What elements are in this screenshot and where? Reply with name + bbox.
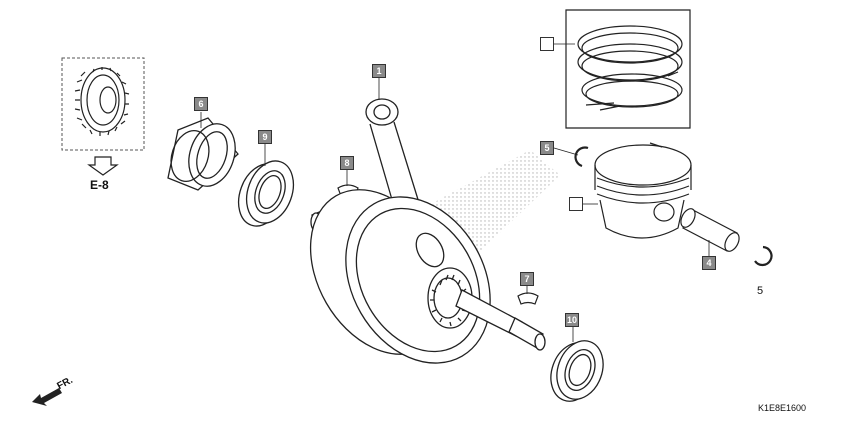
front-arrow-icon bbox=[32, 388, 62, 406]
callout-7: 7 bbox=[520, 272, 534, 286]
piston-pin-icon bbox=[680, 208, 740, 252]
callout-1: 1 bbox=[372, 64, 386, 78]
primary-gear-icon bbox=[74, 67, 130, 136]
piston-rings-group bbox=[565, 9, 691, 129]
leader-lines bbox=[200, 43, 710, 342]
label-5: 5 bbox=[757, 285, 764, 297]
circlip-right-icon bbox=[754, 245, 773, 267]
reference-label: E-8 bbox=[90, 178, 109, 192]
gear-dashed-box bbox=[61, 57, 145, 151]
bearing-10-icon bbox=[550, 340, 604, 402]
crankshaft-icon bbox=[309, 189, 546, 364]
piston-icon bbox=[594, 142, 692, 239]
bearing-6-icon bbox=[167, 117, 239, 191]
callout-rings-empty bbox=[540, 37, 554, 51]
woodruff-key-7-icon bbox=[517, 292, 539, 305]
callout-6: 6 bbox=[194, 97, 208, 111]
callout-piston-empty bbox=[569, 197, 583, 211]
bearing-9-icon bbox=[237, 160, 295, 227]
callout-10: 10 bbox=[565, 313, 579, 327]
gear-reference-group bbox=[61, 57, 145, 176]
callout-9: 9 bbox=[258, 130, 272, 144]
callout-8: 8 bbox=[340, 156, 354, 170]
circlip-left-icon bbox=[574, 146, 589, 168]
callout-4: 4 bbox=[702, 256, 716, 270]
diagram-code: K1E8E1600 bbox=[758, 403, 807, 413]
callout-5: 5 bbox=[540, 141, 554, 155]
down-arrow-icon bbox=[87, 156, 119, 176]
